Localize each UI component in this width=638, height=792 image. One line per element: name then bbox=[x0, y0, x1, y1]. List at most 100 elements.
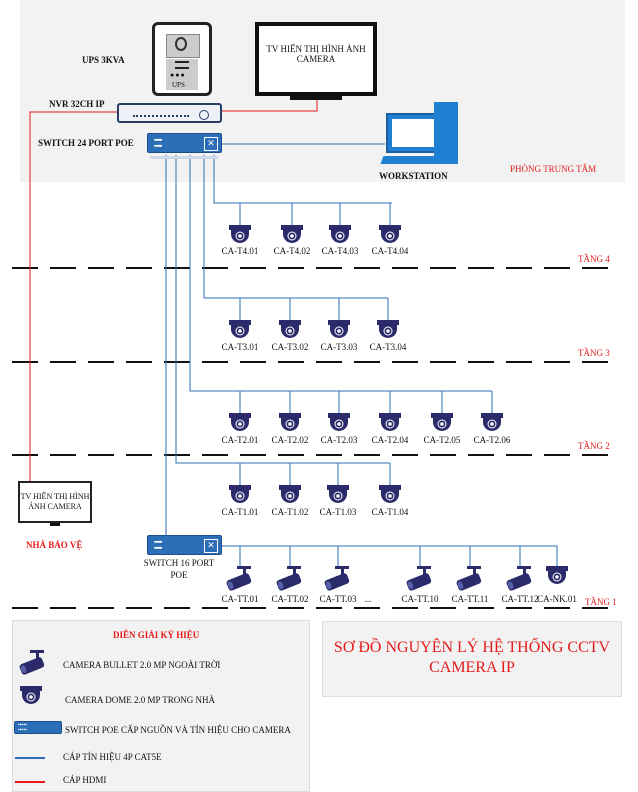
nvr-button-icon bbox=[199, 110, 209, 120]
dome-camera-icon bbox=[228, 484, 252, 508]
floor-label-3: TẦNG 3 bbox=[578, 348, 610, 358]
title-line2: CAMERA IP bbox=[429, 659, 515, 676]
ups-dots-icon: ●●● bbox=[170, 71, 186, 79]
ups-vent-icon bbox=[175, 61, 189, 69]
dome-camera-icon bbox=[545, 565, 569, 589]
switch-16-label-line2: POE bbox=[170, 570, 188, 580]
guard-house-label: NHÀ BẢO VỆ bbox=[26, 540, 83, 550]
workstation-label: WORKSTATION bbox=[379, 171, 448, 181]
switch-16-label: SWITCH 16 PORT POE bbox=[137, 557, 221, 581]
dome-camera-icon bbox=[378, 224, 402, 248]
nvr-label: NVR 32CH IP bbox=[49, 99, 105, 109]
dome-camera-icon bbox=[327, 319, 351, 343]
dome-camera-icon bbox=[228, 412, 252, 436]
camera-label: CA-T2.05 bbox=[423, 435, 461, 445]
floor-label-4: TẦNG 4 bbox=[578, 254, 610, 264]
dome-camera-icon bbox=[228, 224, 252, 248]
switch-ports-icon: ▪▪▪▪▪▪▪▪▪▪ bbox=[18, 723, 27, 733]
legend-item-text: CÁP TÍN HIỆU 4P CAT5E bbox=[63, 752, 162, 762]
camera-label: CA-T4.03 bbox=[321, 246, 359, 256]
dome-camera-icon bbox=[19, 685, 43, 709]
dome-camera-icon bbox=[430, 412, 454, 436]
switch-16-label-line1: SWITCH 16 PORT bbox=[143, 558, 215, 568]
camera-label: CA-T4.01 bbox=[221, 246, 259, 256]
monitor-screen bbox=[392, 119, 434, 147]
dome-camera-icon bbox=[278, 412, 302, 436]
switch-24-port-poe: ▪▪▪▪▪▪▪▪▪▪ ✕ bbox=[147, 133, 222, 153]
dome-camera-icon bbox=[278, 319, 302, 343]
ups-lower-panel bbox=[166, 59, 198, 90]
bullet-camera-icon bbox=[18, 649, 48, 679]
bullet-camera-icon bbox=[323, 565, 353, 595]
dome-camera-icon bbox=[326, 484, 350, 508]
camera-label: CA-T2.04 bbox=[371, 435, 409, 445]
switch-ports-icon: ▪▪▪▪▪▪▪▪▪▪ bbox=[154, 538, 162, 552]
cable-floor4-bus bbox=[213, 155, 392, 204]
bullet-camera-icon bbox=[225, 565, 255, 595]
camera-label: CA-T3.01 bbox=[221, 342, 259, 352]
workstation-tower bbox=[434, 102, 458, 164]
camera-label: CA-T4.02 bbox=[273, 246, 311, 256]
dome-camera-icon bbox=[480, 412, 504, 436]
guard-tv-stand bbox=[50, 523, 60, 526]
bullet-camera-icon bbox=[455, 565, 485, 595]
camera-label: CA-TT.12 bbox=[501, 594, 539, 604]
dome-camera-icon bbox=[376, 319, 400, 343]
hdmi-cable-tv bbox=[222, 100, 318, 112]
bullet-camera-icon bbox=[275, 565, 305, 595]
camera-label: CA-T2.02 bbox=[271, 435, 309, 445]
legend-item-text: CÁP HDMI bbox=[63, 775, 107, 785]
switch-uplink-icon: ✕ bbox=[204, 137, 218, 151]
camera-label: CA-T1.03 bbox=[319, 507, 357, 517]
tv-label-line1: TV HIỂN THỊ HÌNH ẢNH bbox=[266, 44, 366, 54]
ups-badge: UPS bbox=[172, 81, 185, 89]
camera-label: CA-TT.03 bbox=[319, 594, 357, 604]
dome-camera-icon bbox=[228, 319, 252, 343]
camera-label: CA-T2.03 bbox=[320, 435, 358, 445]
camera-label: ... bbox=[364, 594, 372, 604]
hdmi-cable-guard bbox=[29, 111, 117, 481]
switch-base bbox=[150, 156, 218, 159]
workstation-monitor bbox=[386, 113, 440, 153]
diagram-title: SƠ ĐỒ NGUYÊN LÝ HỆ THỐNG CCTV CAMERA IP bbox=[322, 621, 622, 697]
floor-label-1: TẦNG 1 bbox=[585, 597, 617, 607]
camera-label: CA-T4.04 bbox=[371, 246, 409, 256]
legend-item-text: SWITCH POE CẤP NGUỒN VÀ TÍN HIỆU CHO CAM… bbox=[65, 725, 291, 735]
ups-button-icon bbox=[175, 37, 187, 51]
cable-floor1-bus bbox=[175, 155, 390, 464]
red-line-icon bbox=[15, 781, 45, 783]
camera-label: CA-T2.01 bbox=[221, 435, 259, 445]
tv-label-line2: CAMERA bbox=[296, 54, 336, 64]
camera-label: CA-T3.03 bbox=[320, 342, 358, 352]
cable-floor2-bus bbox=[189, 155, 492, 392]
switch-24-label: SWITCH 24 PORT POE bbox=[38, 138, 134, 148]
dome-camera-icon bbox=[327, 412, 351, 436]
legend-item-text: CAMERA DOME 2.0 MP TRONG NHÀ bbox=[65, 695, 216, 705]
floor-label-2: TẦNG 2 bbox=[578, 441, 610, 451]
camera-label: CA-T2.06 bbox=[473, 435, 511, 445]
camera-label: CA-TT.01 bbox=[221, 594, 259, 604]
dome-camera-icon bbox=[328, 224, 352, 248]
camera-label: CA-T1.01 bbox=[221, 507, 259, 517]
dome-camera-icon bbox=[278, 484, 302, 508]
ups-label: UPS 3KVA bbox=[82, 55, 125, 65]
nvr-device bbox=[117, 103, 222, 123]
floor-dividers bbox=[12, 267, 615, 609]
switch-16-port-poe: ▪▪▪▪▪▪▪▪▪▪ ✕ bbox=[147, 535, 222, 555]
guard-tv-line1: TV HIỂN THỊ HÌNH bbox=[20, 492, 90, 501]
dome-camera-icon bbox=[378, 412, 402, 436]
legend-title: DIỄN GIẢI KÝ HIỆU bbox=[113, 630, 200, 640]
tv-stand bbox=[290, 96, 342, 100]
bullet-camera-icon bbox=[405, 565, 435, 595]
camera-label: CA-T1.04 bbox=[371, 507, 409, 517]
legend: DIỄN GIẢI KÝ HIỆU CAMERA BULLET 2.0 MP N… bbox=[12, 620, 310, 792]
camera-label: CA-TT.10 bbox=[401, 594, 439, 604]
camera-label: CA-T3.04 bbox=[369, 342, 407, 352]
workstation-keyboard bbox=[380, 156, 446, 164]
switch-ports-icon: ▪▪▪▪▪▪▪▪▪▪ bbox=[154, 136, 162, 150]
central-room-label: PHÒNG TRUNG TÂM bbox=[510, 164, 597, 174]
switch-uplink-icon: ✕ bbox=[204, 539, 218, 553]
dome-camera-icon bbox=[378, 484, 402, 508]
ups-device: ●●● UPS bbox=[152, 22, 212, 96]
